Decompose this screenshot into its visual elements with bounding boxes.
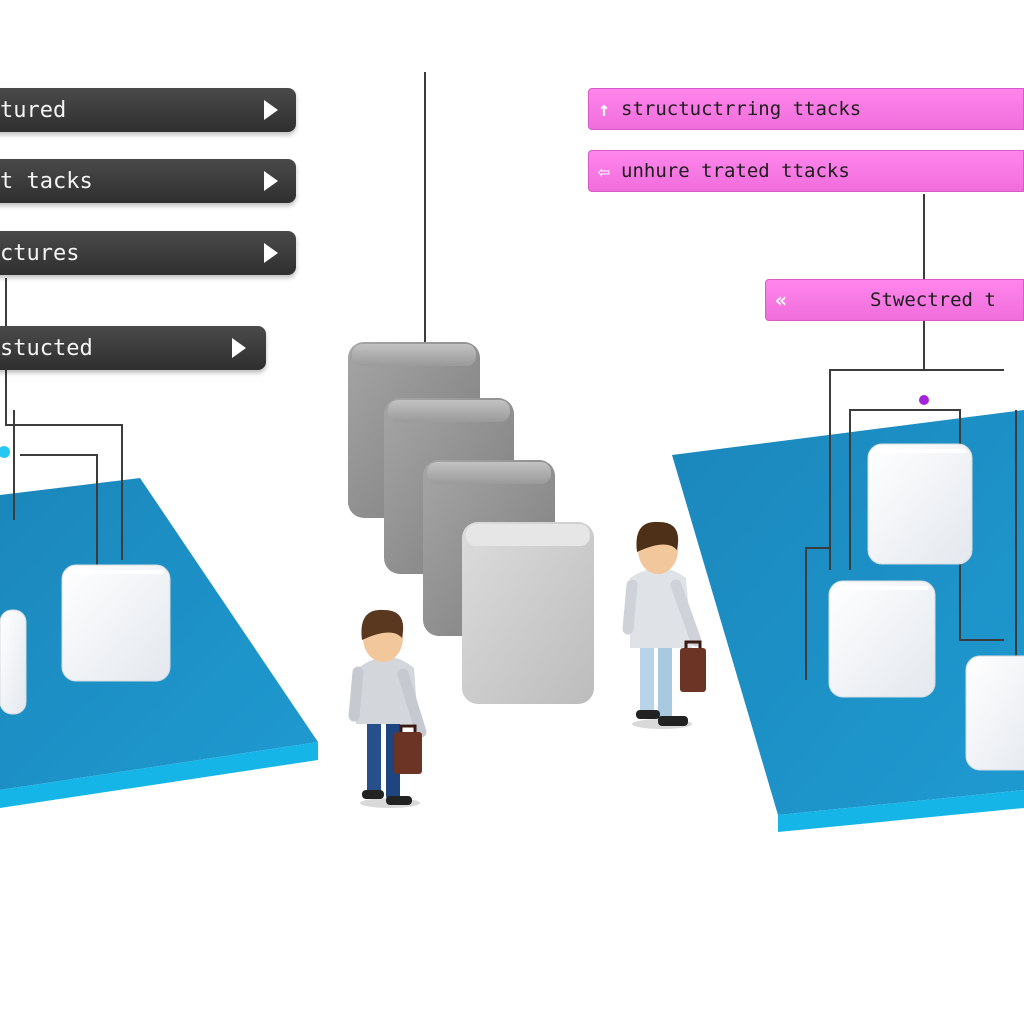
person-right <box>622 521 706 729</box>
right-label-1[interactable]: ↑ structuctrring ttacks <box>588 88 1024 130</box>
left-cube-2 <box>61 564 171 682</box>
right-cube-3 <box>965 655 1024 771</box>
left-label-4[interactable]: stucted <box>0 326 266 370</box>
left-label-3[interactable]: ctures <box>0 231 296 275</box>
left-label-3-text: ctures <box>0 240 80 266</box>
left-label-4-text: stucted <box>0 335 93 361</box>
right-label-3[interactable]: « Stwectred t <box>765 279 1024 321</box>
play-icon <box>232 338 246 358</box>
right-label-3-text: Stwectred t <box>870 289 996 311</box>
left-node-dot <box>0 446 10 458</box>
right-label-2[interactable]: ⇦ unhure trated ttacks <box>588 150 1024 192</box>
double-chevron-left-icon: « <box>774 288 788 312</box>
right-wiring <box>805 194 1017 690</box>
right-label-2-text: unhure trated ttacks <box>621 160 850 182</box>
left-label-1[interactable]: tured <box>0 88 296 132</box>
play-icon <box>264 100 278 120</box>
right-label-1-text: structuctrring ttacks <box>621 98 862 120</box>
left-label-2-text: t tacks <box>0 168 93 194</box>
play-icon <box>264 243 278 263</box>
left-label-1-text: tured <box>0 97 67 123</box>
left-label-2[interactable]: t tacks <box>0 159 296 203</box>
play-icon <box>264 171 278 191</box>
right-cube-1 <box>867 443 973 565</box>
right-cube-2 <box>828 580 936 698</box>
person-left <box>348 609 427 808</box>
arrow-left-icon: ⇦ <box>597 159 611 183</box>
grey-block-4 <box>462 522 594 704</box>
left-cube-1 <box>0 609 27 715</box>
right-node-dot <box>919 395 929 405</box>
arrow-up-icon: ↑ <box>597 97 611 121</box>
